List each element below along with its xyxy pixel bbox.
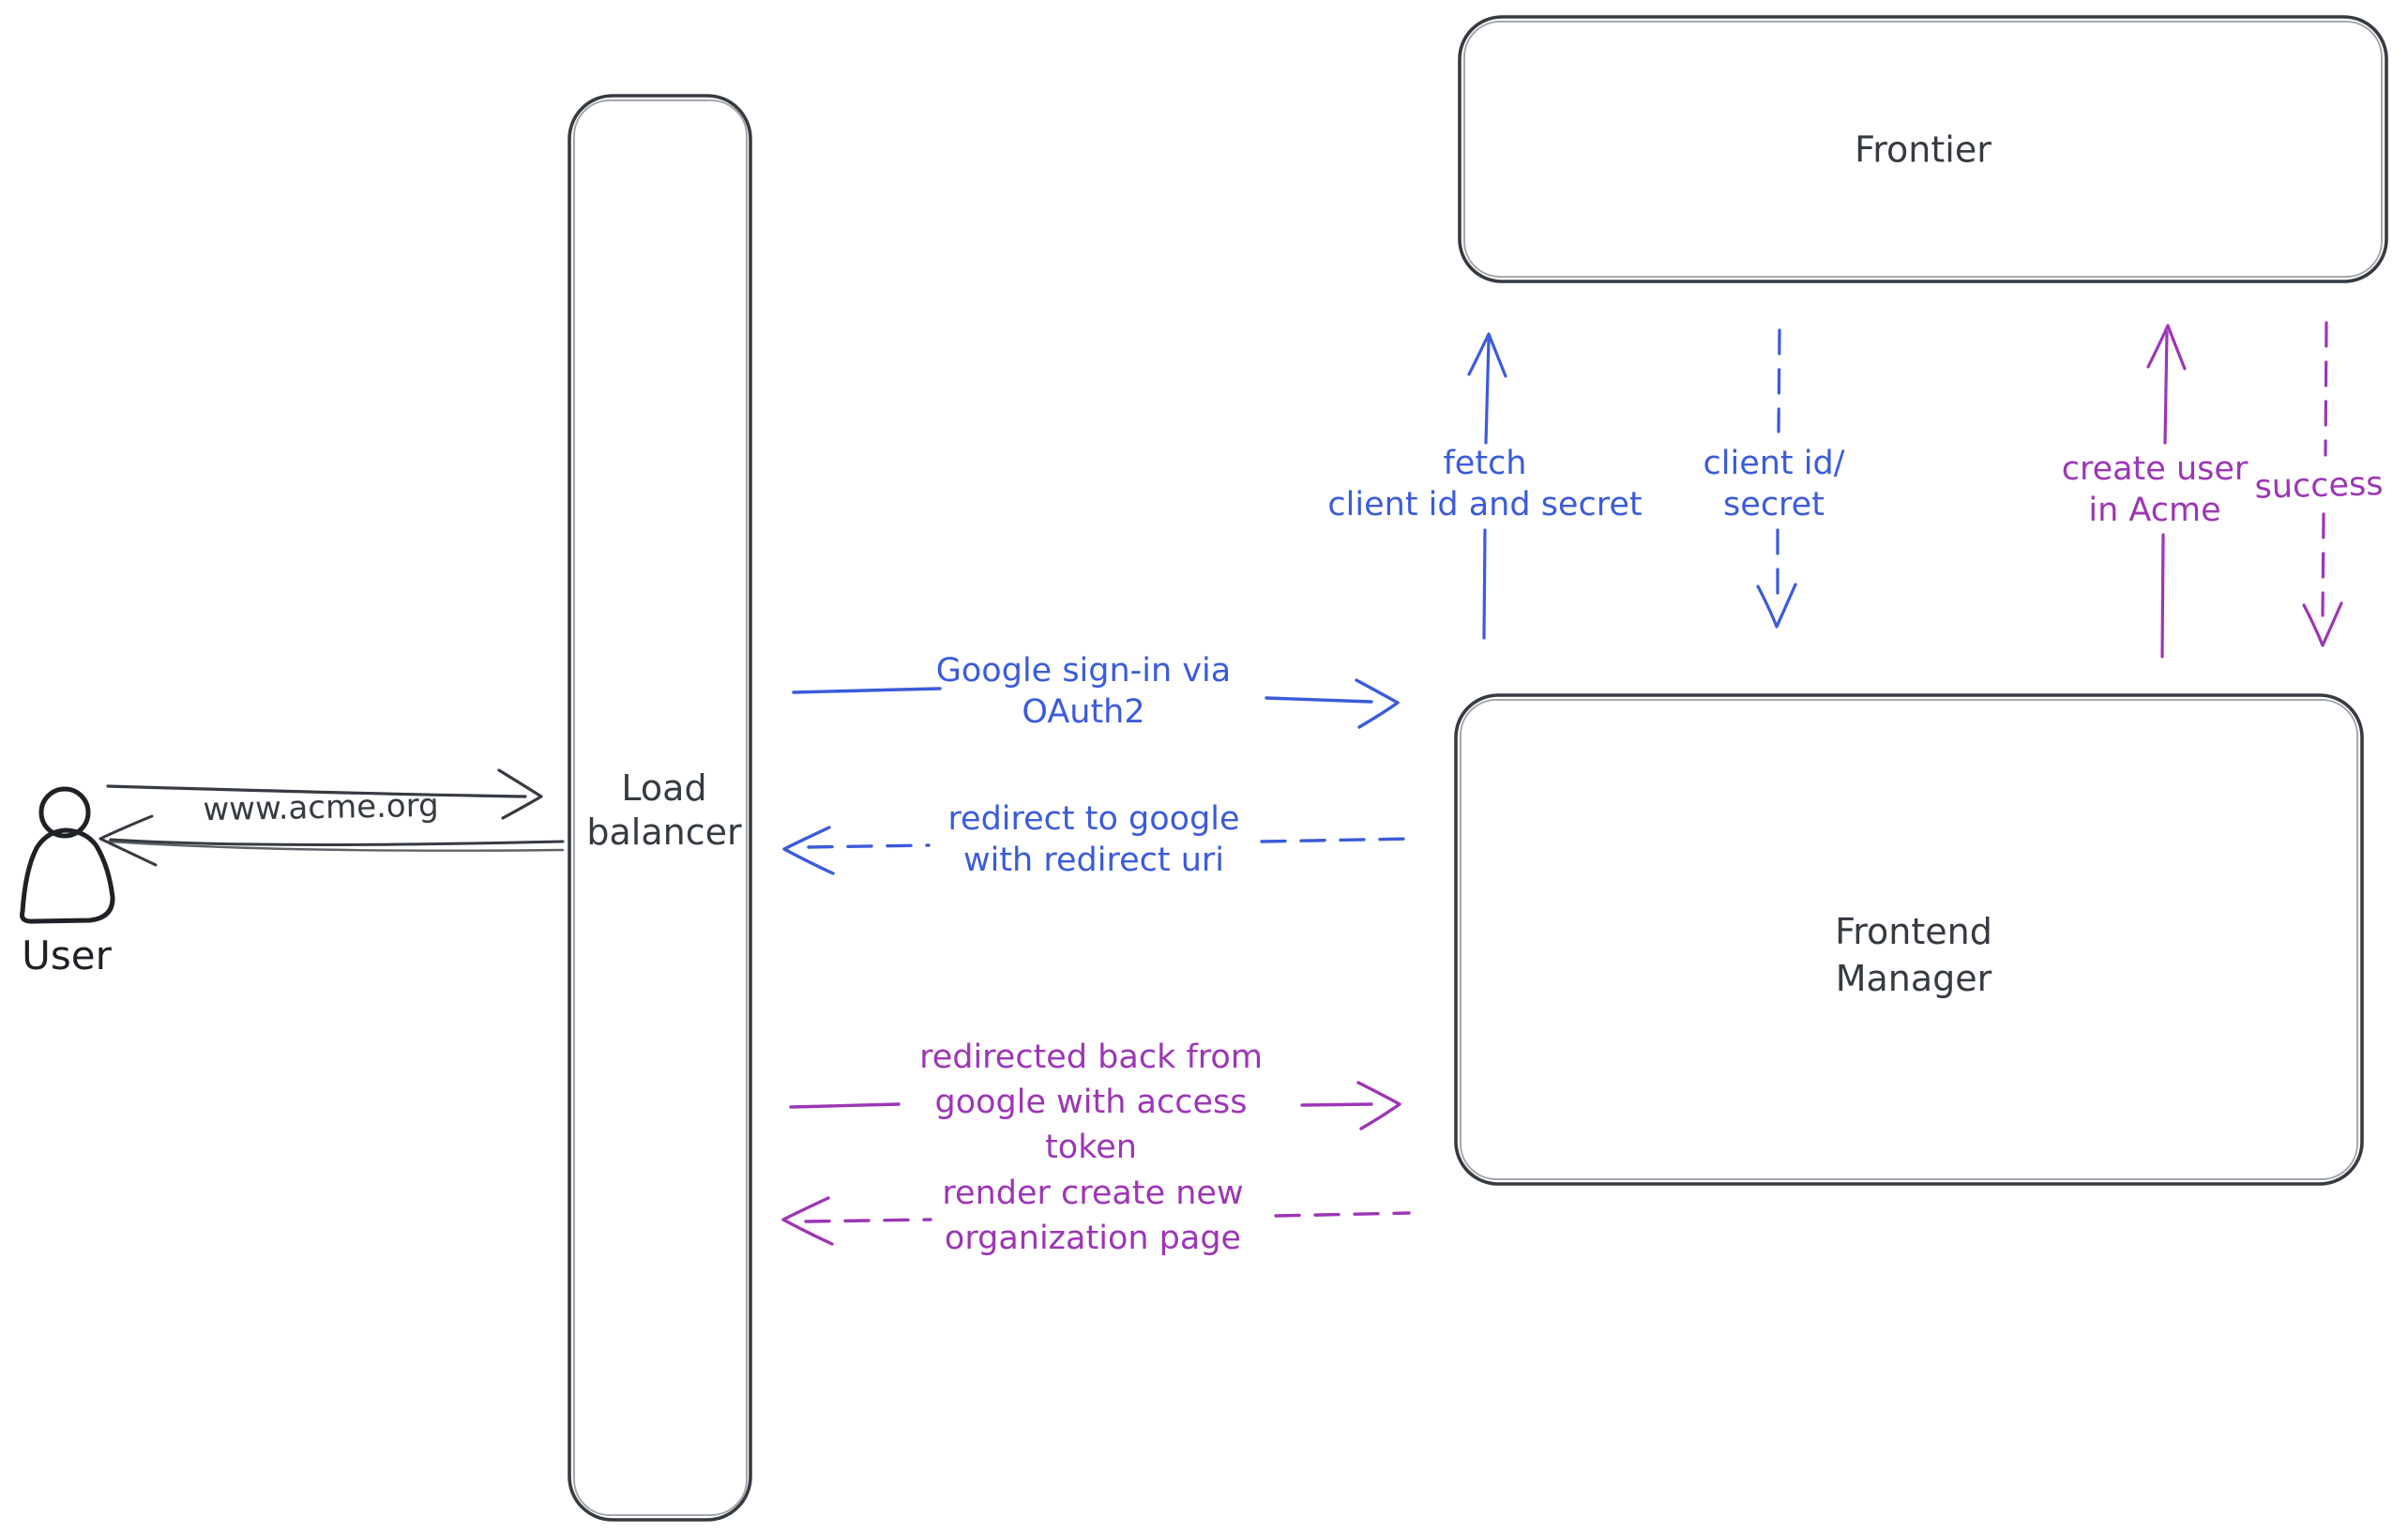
google-signin-label: Google sign-in via OAuth2 bbox=[935, 652, 1232, 731]
arrow-google-signin bbox=[792, 678, 1400, 729]
user-label: User bbox=[22, 933, 112, 978]
arrow-www-request bbox=[106, 768, 543, 820]
frontend-manager-label: Frontend Manager bbox=[1835, 911, 1992, 999]
fetch-secret-label: fetch client id and secret bbox=[1327, 445, 1643, 523]
arrow-fetch-secret bbox=[1467, 332, 1507, 640]
arrow-redirect-google bbox=[782, 826, 1414, 875]
success-label: success bbox=[2254, 465, 2384, 507]
arrow-client-id-secret bbox=[1756, 328, 1797, 629]
load-balancer-label: Load balancer bbox=[586, 767, 742, 853]
redirect-google-label: redirect to google with redirect uri bbox=[947, 800, 1240, 879]
client-id-secret-label: client id/ secret bbox=[1703, 445, 1845, 523]
arrow-create-user bbox=[2146, 324, 2187, 659]
frontier-label: Frontier bbox=[1855, 129, 1992, 171]
user-icon bbox=[20, 786, 115, 924]
www-request-label: www.acme.org bbox=[203, 786, 439, 829]
frontend-manager-box bbox=[1454, 693, 2364, 1186]
arrow-redirected-back bbox=[789, 1081, 1401, 1130]
render-org-page-label: render create new organization page bbox=[942, 1175, 1244, 1257]
load-balancer-box bbox=[568, 94, 752, 1522]
arrow-render-org-page bbox=[781, 1196, 1411, 1246]
redirected-back-label: redirected back from google with access … bbox=[919, 1039, 1263, 1166]
arrow-success bbox=[2302, 321, 2343, 647]
frontier-box bbox=[1458, 15, 2388, 283]
arrow-www-response bbox=[98, 814, 565, 867]
create-user-label: create user in Acme bbox=[2061, 450, 2249, 529]
